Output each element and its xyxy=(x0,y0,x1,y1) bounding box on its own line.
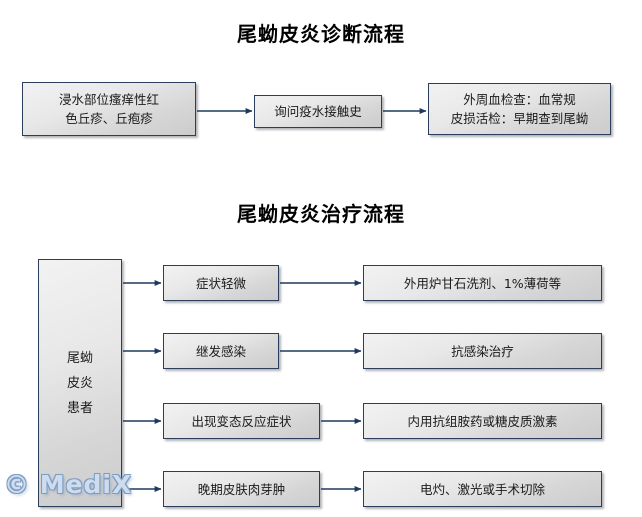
node-diagnosis-symptom[interactable]: 浸水部位瘙痒性红 色丘疹、丘疱疹 xyxy=(22,82,196,136)
node-treatment-4[interactable]: 电灼、激光或手术切除 xyxy=(363,471,602,507)
node-condition-3-label: 出现变态反应症状 xyxy=(191,413,292,429)
node-treatment-3[interactable]: 内用抗组胺药或糖皮质激素 xyxy=(363,403,602,439)
node-treatment-4-label: 电灼、激光或手术切除 xyxy=(419,481,545,497)
node-condition-2[interactable]: 继发感染 xyxy=(163,333,279,369)
node-diagnosis-symptom-label: 浸水部位瘙痒性红 色丘疹、丘疱疹 xyxy=(58,92,159,126)
node-treatment-1-label: 外用炉甘石洗剂、1%薄荷等 xyxy=(403,275,562,291)
node-condition-3[interactable]: 出现变态反应症状 xyxy=(163,403,320,439)
diagnosis-flow-title: 尾蚴皮炎诊断流程 xyxy=(237,22,405,46)
medix-watermark: © MediX xyxy=(4,470,133,499)
node-condition-2-label: 继发感染 xyxy=(195,343,246,359)
node-patient[interactable]: 尾蚴 皮炎 患者 xyxy=(38,259,122,507)
node-diagnosis-tests[interactable]: 外周血检查：血常规 皮损活检：早期查到尾蚴 xyxy=(428,83,611,135)
node-treatment-3-label: 内用抗组胺药或糖皮质激素 xyxy=(407,413,558,429)
node-diagnosis-history-label: 询问疫水接触史 xyxy=(274,104,362,119)
node-treatment-2-label: 抗感染治疗 xyxy=(451,343,514,359)
node-condition-1-label: 症状轻微 xyxy=(195,275,246,291)
node-diagnosis-tests-label: 外周血检查：血常规 皮损活检：早期查到尾蚴 xyxy=(450,92,589,126)
node-diagnosis-history[interactable]: 询问疫水接触史 xyxy=(254,95,382,128)
treatment-flow-title: 尾蚴皮炎治疗流程 xyxy=(237,202,405,226)
node-treatment-1[interactable]: 外用炉甘石洗剂、1%薄荷等 xyxy=(363,265,602,301)
node-treatment-2[interactable]: 抗感染治疗 xyxy=(363,333,602,369)
node-patient-label: 尾蚴 皮炎 患者 xyxy=(66,350,93,416)
node-condition-4-label: 晚期皮肤肉芽肿 xyxy=(197,481,286,497)
node-condition-4[interactable]: 晚期皮肤肉芽肿 xyxy=(163,471,320,507)
node-condition-1[interactable]: 症状轻微 xyxy=(163,265,279,301)
